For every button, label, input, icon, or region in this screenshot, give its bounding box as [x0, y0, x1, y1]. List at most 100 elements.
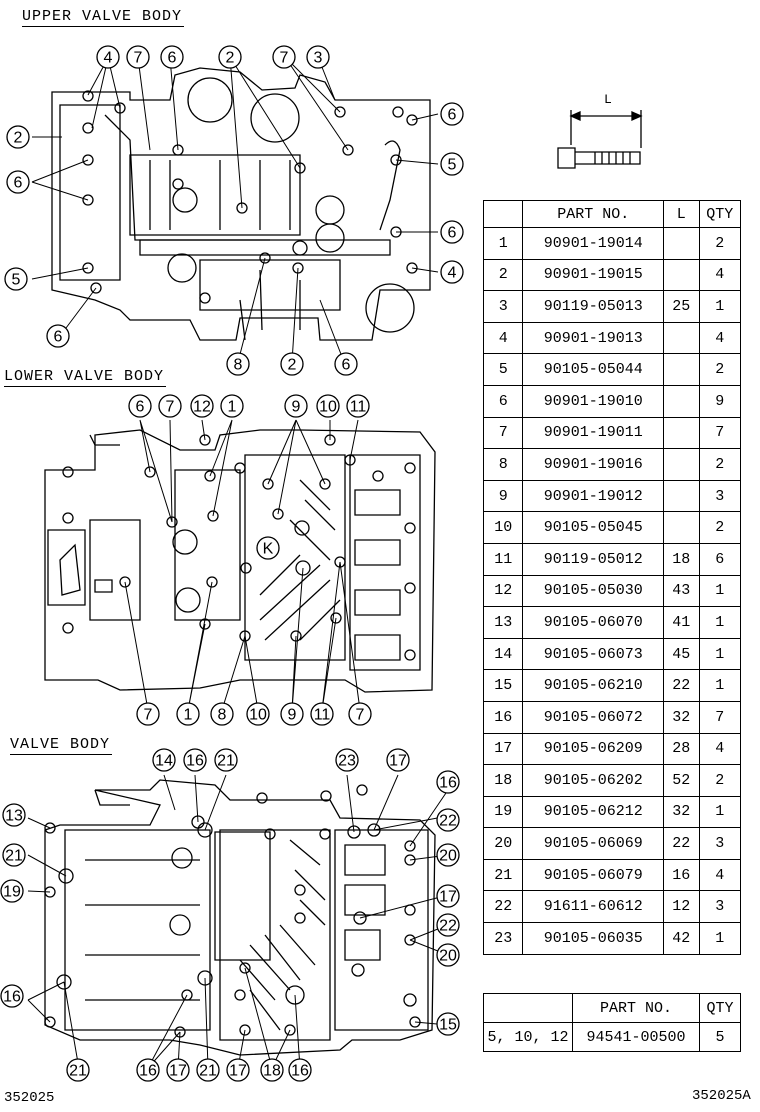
- callout-lower: 8: [210, 702, 234, 726]
- row-part-no: 90105-05045: [522, 511, 665, 544]
- row-length: [663, 227, 700, 260]
- callout-number: 17: [439, 889, 457, 906]
- row-part-no: 91611-60612: [522, 890, 665, 924]
- callout-number: 6: [448, 107, 457, 124]
- callout-circle: [166, 1058, 190, 1082]
- row-index: 23: [482, 922, 524, 955]
- callout-upper: 4: [96, 45, 120, 69]
- row-part-no: 90105-06069: [522, 827, 665, 860]
- callout-circle: [2, 843, 26, 867]
- callout-circle: [386, 748, 410, 772]
- row-index: 2: [482, 258, 524, 292]
- callout-circle: [6, 170, 30, 194]
- parts-table-secondary-header: PART NO. QTY: [483, 993, 741, 1023]
- callout-number: 14: [155, 753, 173, 770]
- row-index: 1: [482, 227, 524, 260]
- callout-lower: 9: [280, 702, 304, 726]
- header-length: L: [663, 200, 700, 228]
- callout-circle: [96, 45, 120, 69]
- callout-circle: [2, 803, 26, 827]
- row-part-no: 90105-06209: [522, 732, 665, 766]
- header-qty-2: QTY: [699, 993, 741, 1023]
- callout-number: 12: [193, 399, 211, 416]
- row-qty: 3: [698, 890, 741, 924]
- row-qty: 3: [698, 827, 741, 860]
- callout-number: 3: [314, 50, 323, 67]
- callout-number: 16: [439, 775, 457, 792]
- header-index: [482, 200, 524, 228]
- upper-valve-body-outline: [51, 67, 431, 341]
- callout-circle: [226, 1058, 250, 1082]
- row-part-no: 90901-19014: [522, 227, 665, 260]
- callout-number: 4: [104, 50, 113, 67]
- callout-number: 22: [439, 918, 457, 935]
- callout-circle: [436, 843, 460, 867]
- callout-circle: [226, 352, 250, 376]
- callout-number: 6: [168, 50, 177, 67]
- valve-bolt-holes: [44, 784, 421, 1038]
- row-part-no: 90901-19015: [522, 258, 665, 292]
- callout-upper: 6: [6, 170, 30, 194]
- callout-valve: 21: [66, 1058, 90, 1082]
- callout-number: 8: [218, 707, 227, 724]
- callout-upper: 6: [46, 324, 70, 348]
- header-qty: QTY: [698, 200, 741, 228]
- callout-number: 8: [234, 357, 243, 374]
- figure-code-right: 352025A: [692, 1088, 751, 1104]
- callout-upper: 7: [126, 45, 150, 69]
- callout-number: 23: [338, 753, 356, 770]
- callout-number: 17: [389, 753, 407, 770]
- callout-number: 2: [288, 357, 297, 374]
- callout-number: 4: [448, 265, 457, 282]
- callout-number: 7: [134, 50, 143, 67]
- callout-valve: 17: [386, 748, 410, 772]
- row-index: 5, 10, 12: [483, 1022, 573, 1052]
- row-part-no: 90119-05012: [522, 542, 665, 576]
- callout-valve: 20: [436, 843, 460, 867]
- callout-number: 21: [199, 1063, 217, 1080]
- callout-number: 21: [69, 1063, 87, 1080]
- row-index: 21: [482, 858, 524, 892]
- callout-number: 11: [314, 707, 331, 724]
- bolt-length-label: L: [604, 92, 612, 107]
- callout-valve: 16: [288, 1058, 312, 1082]
- callout-circle: [436, 808, 460, 832]
- parts-table-header: PART NO. L QTY: [482, 200, 741, 228]
- callout-number: 15: [439, 1017, 457, 1034]
- callout-number: 7: [280, 50, 289, 67]
- callout-circle: [440, 220, 464, 244]
- row-qty: 1: [698, 669, 741, 702]
- row-qty: 1: [698, 290, 741, 323]
- callout-number: 21: [217, 753, 235, 770]
- callout-circle: [126, 45, 150, 69]
- callout-lower: 6: [128, 394, 152, 418]
- callout-number: 16: [3, 989, 21, 1006]
- upper-bolt-holes: [82, 90, 418, 304]
- callout-number: 19: [3, 884, 21, 901]
- callout-lower: 1: [220, 394, 244, 418]
- callout-circle: [288, 1058, 312, 1082]
- callout-circle: [436, 884, 460, 908]
- parts-table-secondary: PART NO. QTY 5, 10, 12 94541-00500 5: [483, 993, 741, 1052]
- callout-upper: 7: [272, 45, 296, 69]
- callout-circle: [183, 748, 207, 772]
- callout-lower: 7: [348, 702, 372, 726]
- callout-upper: 2: [218, 45, 242, 69]
- row-length: 22: [663, 827, 700, 860]
- callout-lower: 7: [136, 702, 160, 726]
- row-index: 15: [482, 669, 524, 702]
- row-part-no: 90105-06073: [522, 637, 665, 671]
- callout-circle: [436, 770, 460, 794]
- callout-circle: [210, 702, 234, 726]
- callout-valve: 21: [214, 748, 238, 772]
- callout-valve: 16: [183, 748, 207, 772]
